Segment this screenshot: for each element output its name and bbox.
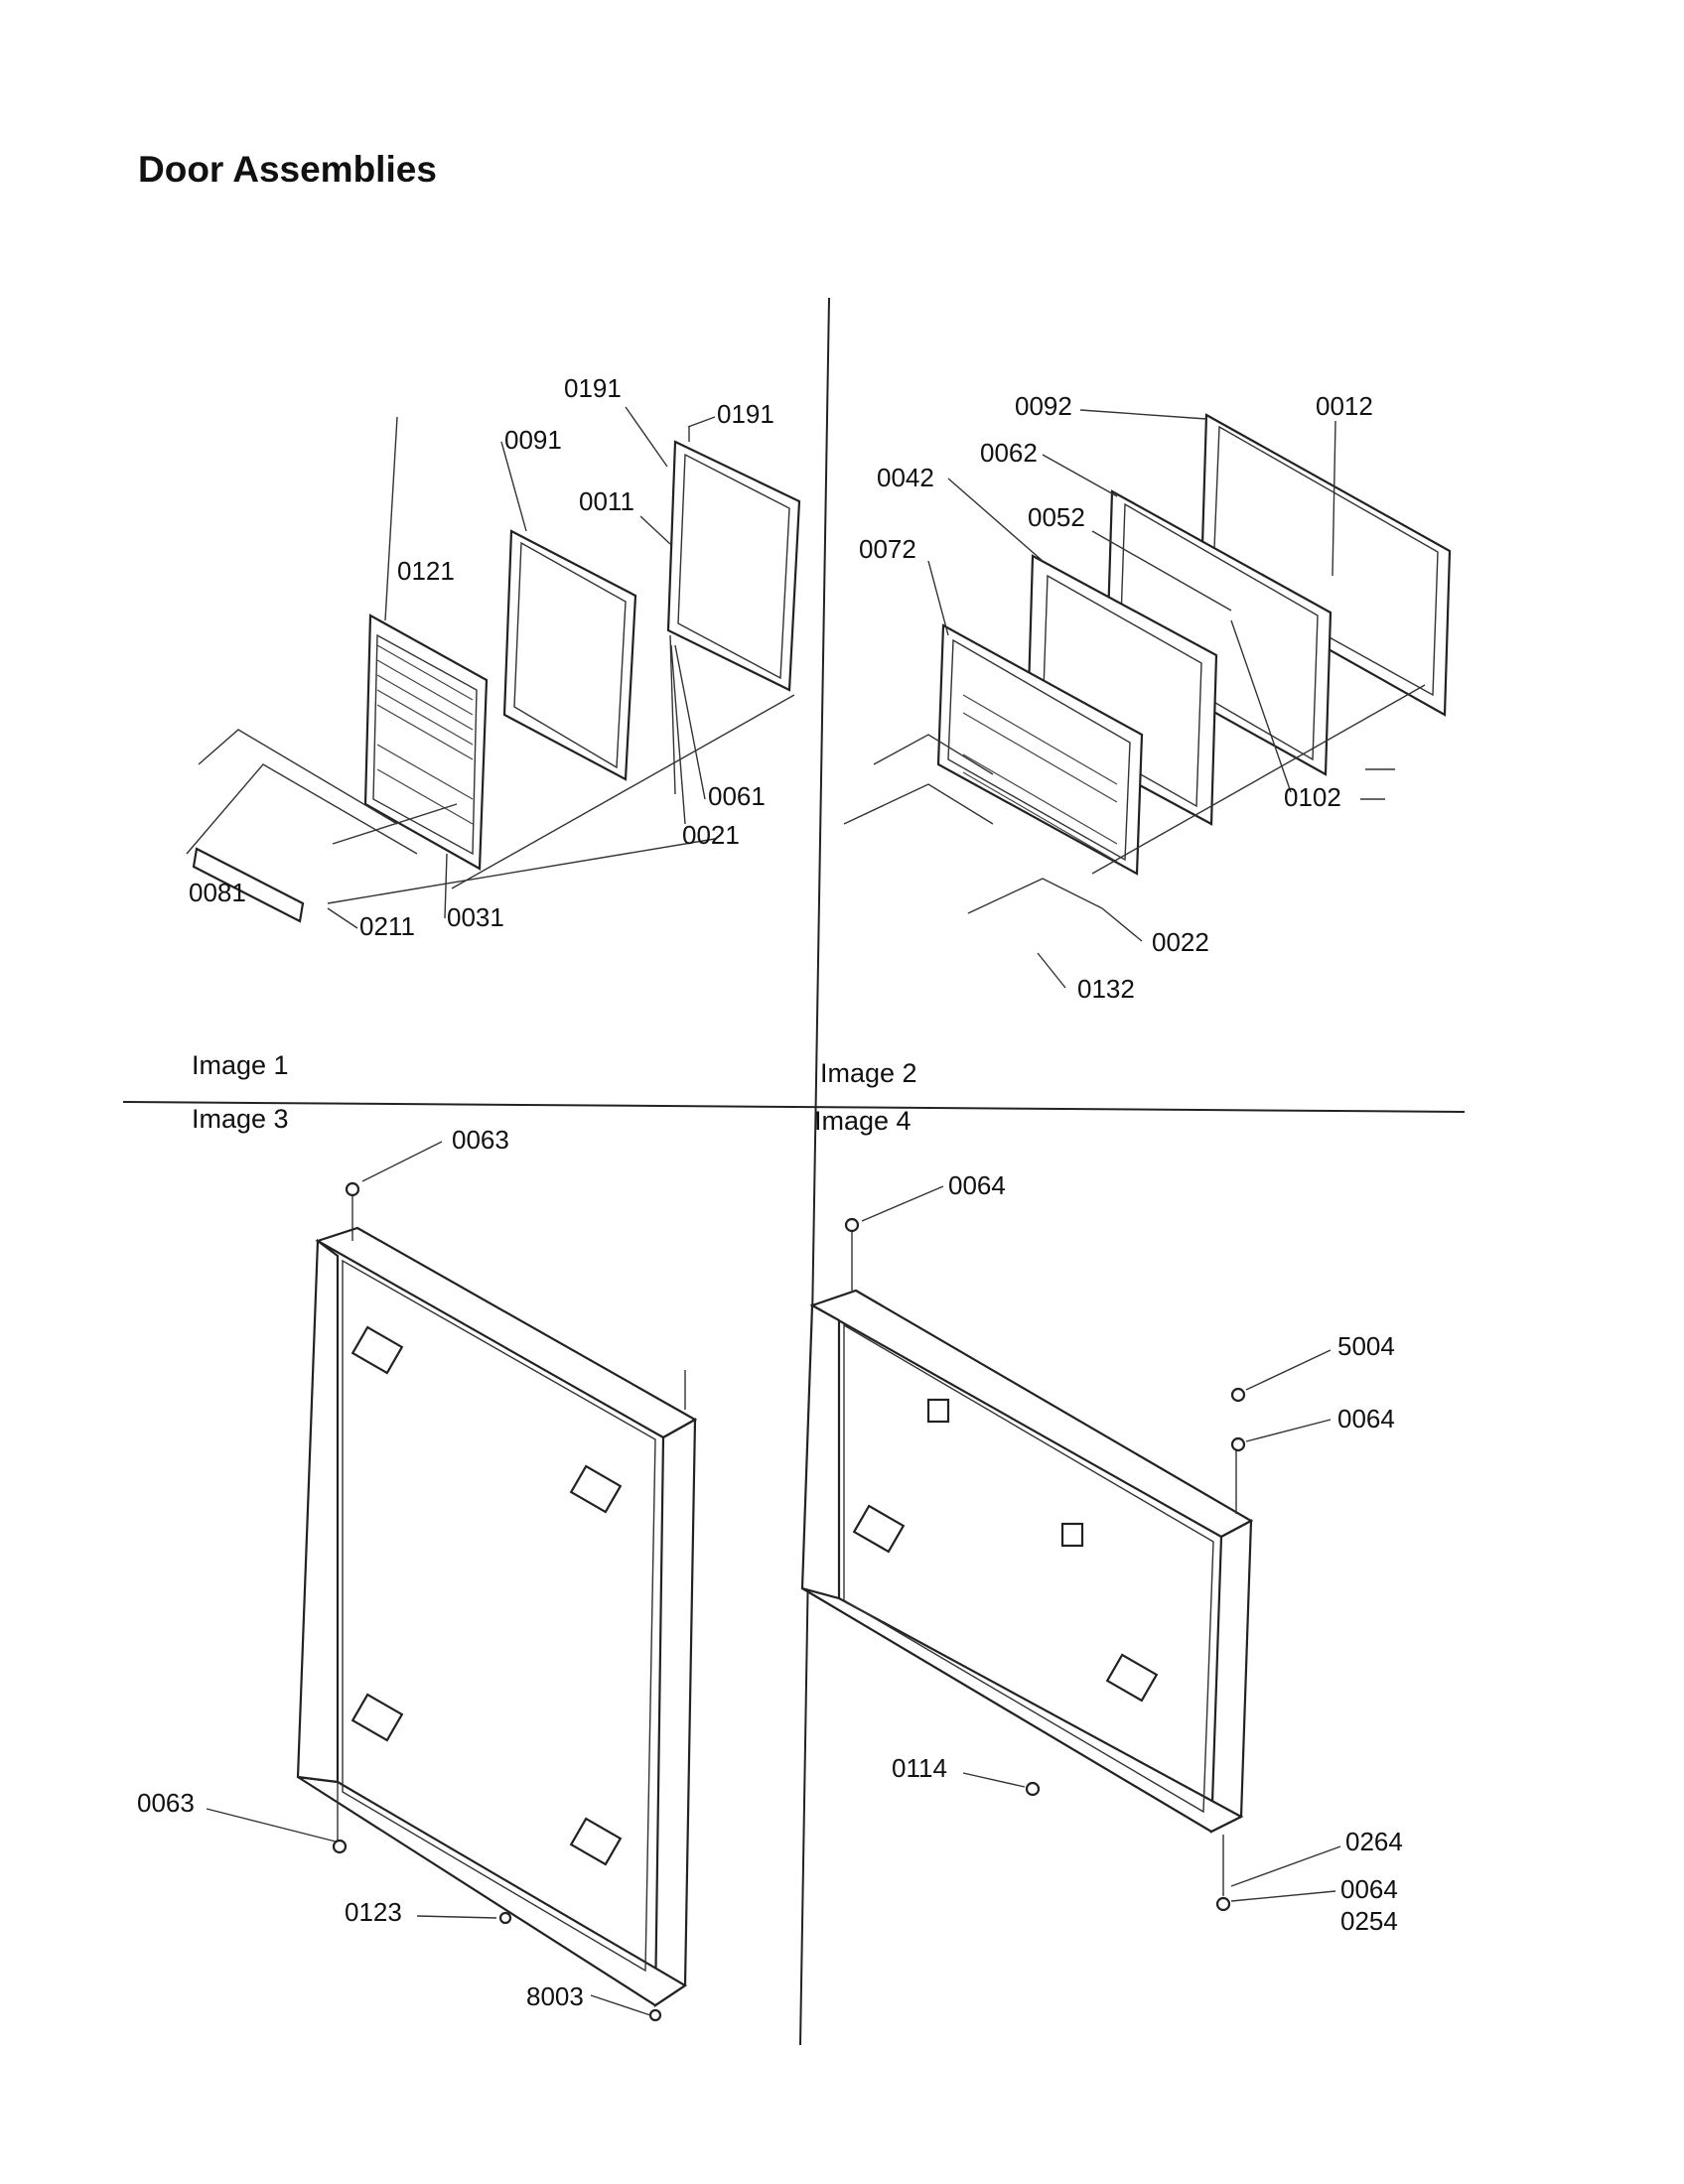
callout-0123: 0123 (345, 1897, 402, 1927)
panel-label-image4: Image 4 (814, 1106, 912, 1136)
image2-drawing (843, 413, 1452, 914)
callout-0091: 0091 (504, 425, 562, 455)
callout-0064-top: 0064 (948, 1170, 1006, 1200)
callout-0052: 0052 (1028, 502, 1085, 532)
image1-callouts: 0191 0191 0091 0011 0121 0061 0021 0081 … (189, 373, 774, 941)
callout-0081: 0081 (189, 878, 246, 907)
callout-0063-bottom: 0063 (137, 1788, 195, 1818)
image4-callouts: 0064 5004 0064 0114 0264 0064 0254 (861, 1170, 1403, 1936)
image1-drawing (186, 427, 801, 923)
callout-0064-bottom: 0064 (1340, 1874, 1398, 1904)
callout-0132: 0132 (1077, 974, 1135, 1004)
callout-8003: 8003 (526, 1981, 584, 2011)
callout-0042: 0042 (877, 463, 934, 492)
callout-0254: 0254 (1340, 1906, 1398, 1936)
callout-0211: 0211 (359, 911, 415, 941)
image2-callouts: 0092 0012 0062 0042 0052 0072 0102 0022 … (859, 391, 1385, 1004)
panel-label-image2: Image 2 (820, 1058, 917, 1088)
callout-0031: 0031 (447, 902, 504, 932)
panel-label-image3: Image 3 (192, 1104, 289, 1134)
callout-0102: 0102 (1284, 782, 1341, 812)
page-title: Door Assemblies (138, 149, 437, 190)
callout-5004: 5004 (1337, 1331, 1395, 1361)
callout-0061: 0061 (708, 781, 766, 811)
callout-0022: 0022 (1152, 927, 1209, 957)
callout-0064-mid: 0064 (1337, 1404, 1395, 1433)
callout-0191-b: 0191 (717, 399, 774, 429)
callout-0191-a: 0191 (564, 373, 622, 403)
image3-drawing (296, 1181, 698, 2022)
callout-0021: 0021 (682, 820, 740, 850)
callout-0012: 0012 (1316, 391, 1373, 421)
image4-drawing (800, 1217, 1254, 1912)
callout-0264: 0264 (1345, 1827, 1403, 1856)
callout-0092: 0092 (1015, 391, 1072, 421)
callout-0121: 0121 (397, 556, 455, 586)
callout-0114: 0114 (892, 1753, 947, 1783)
callout-0011: 0011 (579, 486, 634, 516)
callout-0063-top: 0063 (452, 1125, 509, 1155)
callout-0062: 0062 (980, 438, 1038, 468)
callout-0072: 0072 (859, 534, 916, 564)
panel-label-image1: Image 1 (192, 1050, 289, 1080)
panel-dividers (122, 297, 1466, 2046)
image3-callouts: 0063 0063 0123 8003 (137, 1125, 651, 2016)
